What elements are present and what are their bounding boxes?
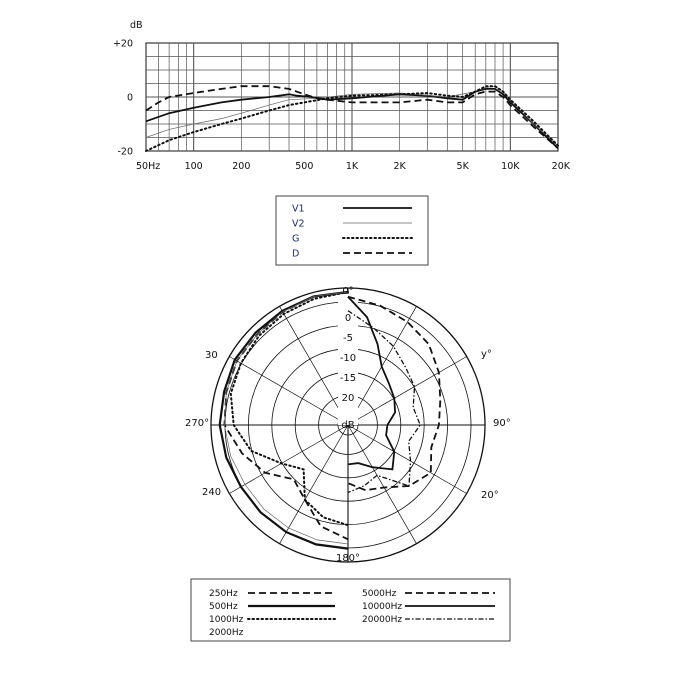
polar-legend-label: 10000Hz (362, 602, 402, 612)
polar-series-2000hz (224, 291, 349, 545)
polar-pattern-chart: 0 -5 -10 -15 20 dB 0° 30 90° 270° 240 180° 20° y° (185, 286, 511, 564)
fr-x-tick-label: 1K (346, 161, 359, 172)
polar-label-band (338, 294, 358, 425)
polar-angle-label: 240 (202, 487, 221, 498)
fr-x-tick-label: 10K (501, 161, 520, 172)
polar-angle-label: 30 (205, 350, 218, 361)
polar-angle-label: y° (481, 349, 492, 360)
polar-legend: 250Hz 500Hz 1000Hz 2000Hz 5000Hz 10000Hz 20000… (190, 578, 511, 642)
fr-x-tick-label: 500 (295, 161, 313, 172)
polar-legend-label: 250Hz (209, 589, 238, 599)
polar-series-1000hz (229, 291, 349, 527)
polar-angle-label: 270° (185, 418, 209, 429)
polar-series-20000hz (347, 310, 421, 494)
polar-angle-label: 90° (493, 418, 511, 429)
polar-angle-label: 180° (336, 553, 360, 564)
y-axis-label: dB (130, 20, 143, 31)
fr-x-tick-label: 5K (457, 161, 470, 172)
polar-legend-label: 2000Hz (209, 628, 244, 638)
fr-x-tick-label: 20K (552, 161, 571, 172)
polar-angle-label: 20° (481, 490, 499, 501)
polar-radial-tick: 20 (342, 393, 355, 404)
fr-series-g (145, 85, 559, 152)
fr-x-tick-label: 50Hz (136, 161, 160, 172)
fr-y-tick-label: -20 (117, 147, 133, 158)
fr-x-ticks: 50Hz 100 200 500 1K 2K 5K 10K 20K (136, 161, 571, 172)
fr-x-tick-label: 200 (232, 161, 250, 172)
polar-spoke (347, 424, 417, 544)
fr-legend-label: G (292, 234, 299, 245)
polar-legend-label: 500Hz (209, 602, 238, 612)
polar-angle-label: 0° (342, 286, 353, 297)
polar-radial-tick: -15 (340, 373, 356, 384)
fr-legend-label: V2 (292, 219, 305, 230)
frequency-response-chart: dB +20 0 -20 50Hz 100 200 500 1K 2K 5K 10K 20K (113, 20, 571, 172)
fr-series-lines (145, 85, 559, 152)
polar-legend-label: 20000Hz (362, 615, 402, 625)
polar-radial-tick: 0 (345, 313, 351, 324)
fr-x-tick-label: 2K (394, 161, 407, 172)
polar-series-250hz (223, 291, 349, 541)
polar-spoke (229, 424, 349, 494)
polar-legend-label: 1000Hz (209, 615, 244, 625)
polar-spoke (229, 356, 349, 426)
polar-center-label: dB (341, 420, 354, 431)
fr-series-v1 (145, 88, 559, 149)
polar-labels: 0 -5 -10 -15 20 dB 0° 30 90° 270° 240 180° 20° y° (185, 286, 511, 564)
polar-spoke (279, 306, 349, 426)
fr-y-ticks: +20 0 -20 (113, 39, 133, 158)
fr-x-tick-label: 100 (185, 161, 203, 172)
fr-y-tick-label: 0 (127, 93, 133, 104)
fr-series-d (145, 85, 559, 149)
polar-series-5000hz (347, 295, 442, 492)
polar-series-500hz (218, 290, 349, 550)
fr-legend-label: V1 (292, 204, 305, 215)
polar-legend-label: 5000Hz (362, 589, 397, 599)
polar-radial-tick: -10 (340, 353, 356, 364)
polar-spoke (347, 424, 467, 494)
polar-spoke (347, 356, 467, 426)
fr-legend-label: D (292, 249, 299, 260)
polar-series-10000hz (347, 296, 397, 471)
polar-series-lines (218, 290, 442, 550)
polar-radial-tick: -5 (343, 333, 353, 344)
polar-spoke (279, 424, 349, 544)
polar-legend-box (190, 578, 511, 642)
fr-y-tick-label: +20 (113, 39, 133, 50)
